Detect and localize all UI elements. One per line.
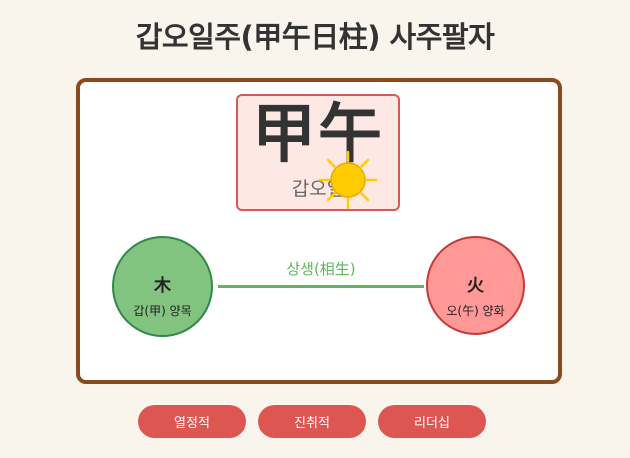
fire-element-char: 火 [467,276,484,296]
relation-label: 상생(相生) [286,260,356,278]
wood-element-circle: 木 갑(甲) 양목 [112,236,213,337]
fire-element-desc: 오(午) 양화 [446,304,505,318]
day-pillar-hanja: 甲午 [252,98,384,172]
day-pillar-box: 甲午 갑오일 [236,94,400,211]
wood-element-desc: 갑(甲) 양목 [133,304,192,318]
relation-line [218,285,424,288]
fire-element-circle: 火 오(午) 양화 [426,236,525,335]
wood-element-char: 木 [154,276,171,296]
sun-icon [318,150,378,210]
trait-tag-progressive[interactable]: 진취적 [258,405,366,438]
page-title: 갑오일주(甲午日柱) 사주팔자 [135,20,495,54]
trait-tag-passionate[interactable]: 열정적 [138,405,246,438]
saju-diagram: 甲午 갑오일 木 갑(甲) 양목 상생(相生) 火 오(午) 양화 [76,78,562,384]
trait-tag-leadership[interactable]: 리더십 [378,405,486,438]
